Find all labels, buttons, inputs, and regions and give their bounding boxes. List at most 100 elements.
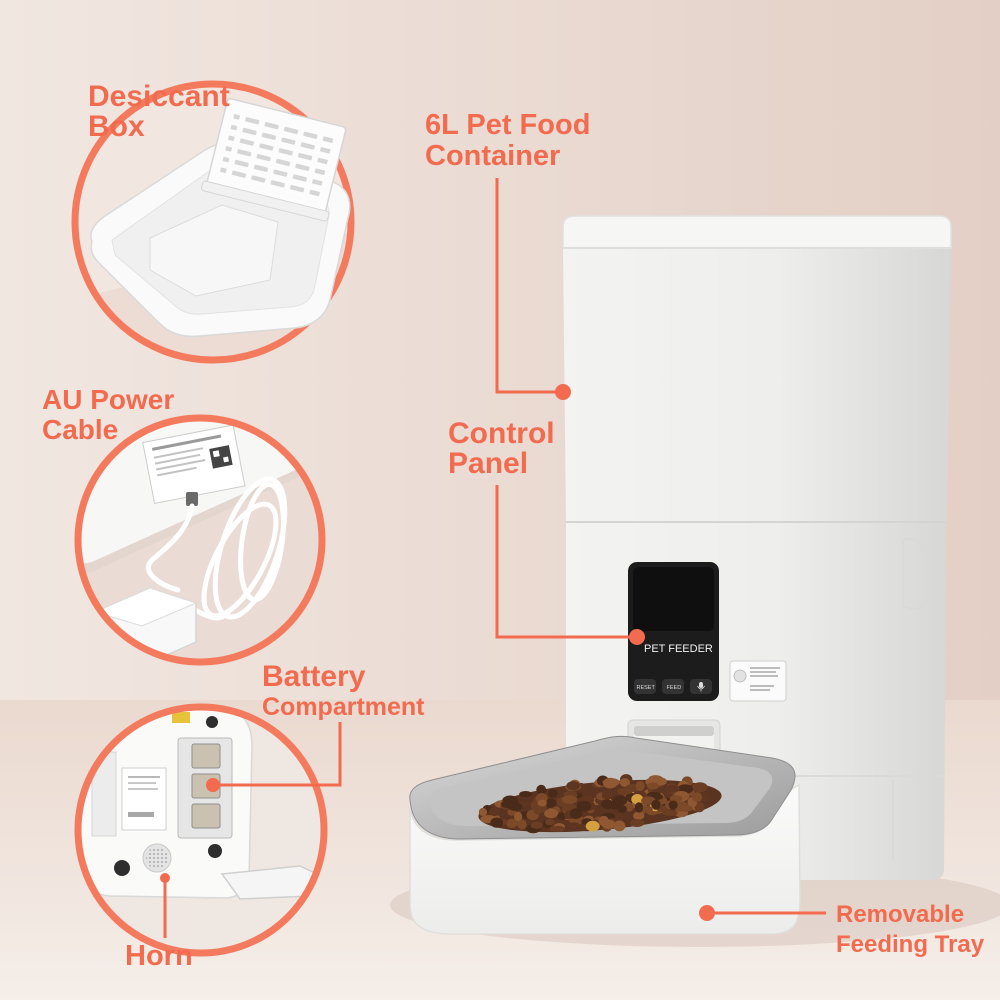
battery [191, 743, 221, 769]
kibble [549, 825, 566, 832]
container-dot [555, 384, 571, 400]
callout-control-panel: Control Panel [448, 419, 555, 479]
feeder-lid [562, 215, 952, 249]
tray-base [409, 783, 801, 935]
kibble [601, 789, 613, 800]
kibble [646, 782, 660, 790]
kibble [601, 819, 616, 830]
horn-dot [160, 873, 170, 883]
inset-ring [74, 703, 328, 957]
battery-compartment [177, 737, 233, 839]
callout-line-2: Panel [448, 447, 529, 480]
kibble [478, 807, 487, 817]
kibble [700, 793, 709, 802]
container-leader [495, 178, 562, 394]
callout-horn: Horn [125, 941, 193, 971]
kibble [631, 794, 644, 805]
kibble [630, 819, 645, 827]
kibble [635, 780, 645, 792]
callout-battery-compartment: Battery Compartment [262, 660, 425, 721]
callout-line-1: Horn [125, 940, 193, 972]
pet-feeder: PET FEEDER RESET FEED [409, 215, 952, 935]
instruction-sticker [729, 660, 787, 702]
desiccant-box-inset [71, 80, 355, 364]
inset-ring [71, 80, 355, 364]
callout-leaders [163, 178, 826, 938]
kibble [692, 792, 703, 803]
kibble [619, 778, 630, 787]
battery [191, 803, 221, 829]
feeder-upper-body [563, 246, 951, 522]
kibble [566, 781, 581, 791]
callout-line-1: Removable [836, 901, 965, 928]
kibble [548, 788, 558, 799]
kibble [544, 808, 559, 819]
kibble [519, 791, 532, 798]
battery-horn-inset [74, 703, 328, 957]
warning-sticker [172, 712, 190, 723]
voice-button [690, 679, 712, 694]
callout-line-2: Cable [42, 414, 119, 445]
callout-line-1: AU Power [42, 384, 175, 415]
kibble-pile [478, 774, 722, 834]
kibble [678, 804, 693, 812]
feed-button-label: FEED [667, 685, 682, 691]
kibble [602, 777, 618, 789]
power-cable-inset [74, 414, 326, 666]
kibble [569, 808, 583, 819]
rubber-foot [206, 716, 218, 728]
cable-coil [145, 476, 288, 621]
kibble [613, 820, 626, 832]
feed-button: FEED [662, 679, 684, 694]
kibble [567, 822, 581, 829]
kibble [585, 820, 600, 832]
callout-line-1: 6L Pet Food [425, 109, 591, 141]
wifi-notice-sticker [142, 424, 246, 505]
callout-line-1: Control [448, 417, 555, 450]
kibble [545, 818, 555, 826]
kibble [490, 817, 504, 828]
battery-leader [213, 722, 342, 787]
kibble [537, 799, 547, 807]
callout-desiccant-box: Desiccant Box [88, 82, 230, 142]
reset-button: RESET [634, 679, 656, 694]
battery-dot [206, 778, 220, 792]
rubber-foot [208, 844, 222, 858]
callout-line-2: Container [425, 140, 561, 172]
kibble [644, 806, 653, 814]
desiccant-lid [201, 98, 347, 222]
kibble [536, 784, 547, 795]
kibble [694, 801, 705, 813]
kibble [562, 795, 578, 804]
kibble [665, 785, 680, 793]
kibble [533, 805, 542, 815]
control-panel-brand-text: PET FEEDER [644, 643, 713, 655]
kibble [651, 799, 661, 810]
inset-ring [74, 414, 326, 666]
kibble [501, 799, 516, 809]
callout-feeding-tray: Removable Feeding Tray [836, 900, 984, 960]
power-socket [186, 492, 198, 506]
kibble [517, 819, 527, 830]
control-panel-leader [495, 485, 636, 639]
kibble [662, 810, 678, 817]
kibble [530, 821, 543, 829]
kibble [488, 807, 501, 817]
callout-line-2: Box [88, 110, 145, 143]
kibble [617, 787, 633, 795]
kibble [576, 800, 592, 812]
callout-power-cable: AU Power Cable [42, 385, 174, 445]
kibble [633, 811, 645, 820]
kibble [668, 800, 678, 810]
control-panel-dot [629, 629, 645, 645]
reset-button-label: RESET [637, 685, 656, 691]
kibble [544, 798, 557, 808]
kibble [612, 795, 627, 806]
callout-line-2: Feeding Tray [836, 931, 985, 958]
control-panel-screen [633, 567, 714, 631]
callout-line-1: Desiccant [88, 80, 230, 113]
kibble [617, 805, 627, 813]
kibble [601, 799, 614, 810]
callout-food-container: 6L Pet Food Container [425, 110, 590, 172]
